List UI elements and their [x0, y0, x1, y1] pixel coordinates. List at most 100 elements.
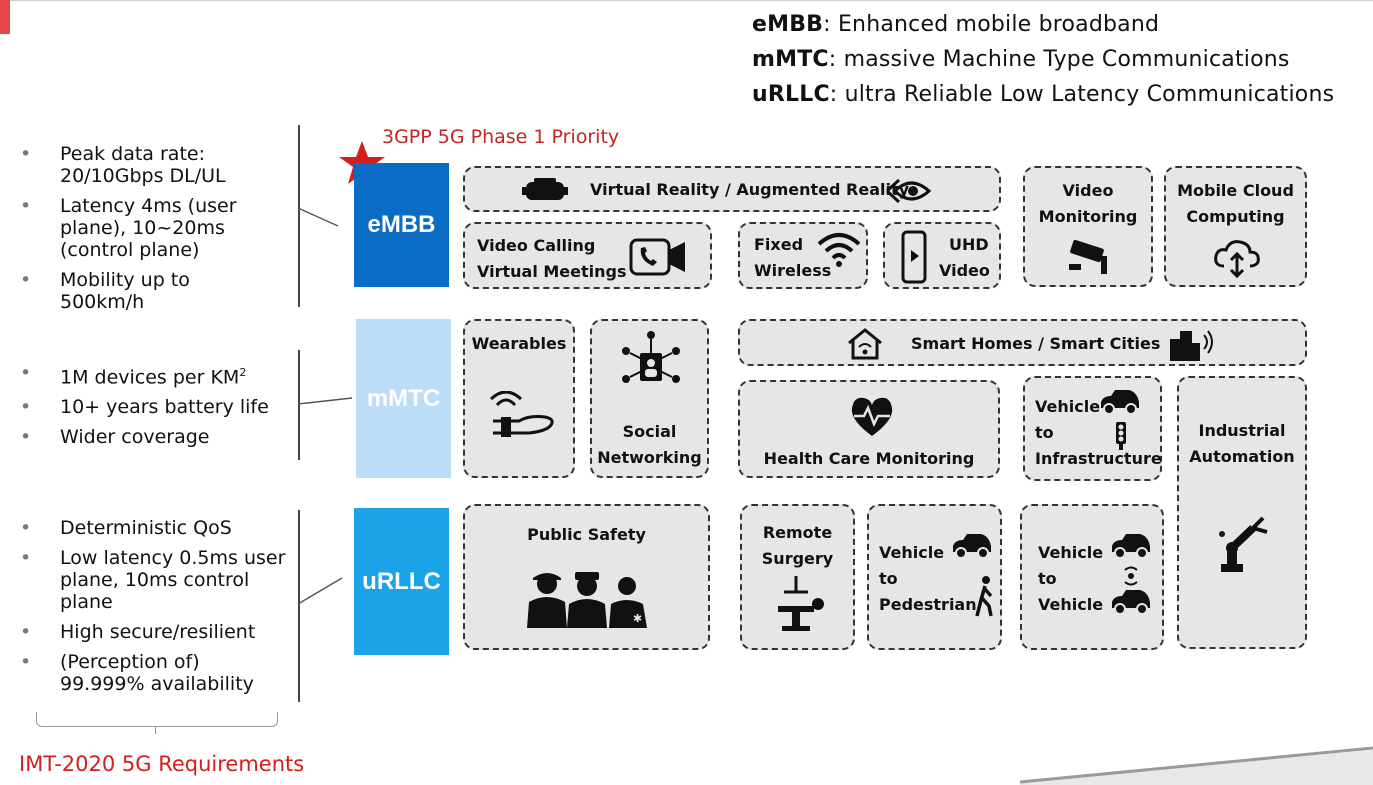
wearables-label: Wearables	[471, 334, 567, 353]
svg-text:✱: ✱	[633, 612, 642, 625]
public-safety-box: Public Safety ✱	[463, 504, 710, 650]
social-label: Social	[622, 422, 677, 441]
mmtc-group-bar	[298, 350, 300, 460]
smartphone-icon	[901, 230, 927, 284]
legend-urllc-desc: : ultra Reliable Low Latency Communicati…	[829, 82, 1335, 107]
legend-urllc-abbr: uRLLC	[752, 82, 830, 107]
req-item: 1M devices per KM2	[20, 362, 290, 388]
surgery-table-icon	[778, 576, 824, 631]
wearable-wrist-icon	[489, 391, 554, 437]
requirements-title: IMT-2020 5G Requirements	[19, 752, 305, 776]
health-care-label: Health Care Monitoring	[763, 449, 975, 468]
robot-arm-icon	[1219, 516, 1268, 572]
virtual-meetings-label: Virtual Meetings	[477, 262, 627, 281]
category-mmtc: mMTC	[356, 319, 451, 478]
v2i-label-1: Vehicle	[1035, 397, 1101, 416]
pedestrian-icon	[975, 576, 993, 617]
heart-monitor-icon	[851, 397, 893, 436]
legend-mmtc-desc: : massive Machine Type Communications	[828, 47, 1290, 72]
smart-home-icon	[848, 328, 882, 360]
urllc-group-bar	[298, 510, 300, 702]
legend-embb: eMBB: Enhanced mobile broadband	[752, 12, 1159, 37]
social-network-icon	[622, 331, 680, 383]
signal-icon	[1124, 566, 1138, 586]
v2p-box: Vehicle to Pedestrian	[867, 504, 1002, 650]
uhd-label: UHD	[949, 235, 989, 254]
req-item: Peak data rate: 20/10Gbps DL/UL	[20, 143, 280, 187]
social-networking-box: Social Networking	[590, 319, 709, 478]
v2i-box: Vehicle to Infrastructure	[1023, 376, 1162, 481]
req-item: (Perception of) 99.999% availability	[20, 651, 290, 695]
video-calling-label: Video Calling	[477, 236, 596, 255]
requirements-bracket	[36, 712, 278, 727]
video-monitoring-label-1: Video	[1062, 181, 1114, 200]
vr-ar-box: Virtual Reality / Augmented Reality	[463, 166, 1001, 212]
mobile-cloud-label-1: Mobile Cloud	[1177, 181, 1294, 200]
requirements-urllc: Deterministic QoS Low latency 0.5ms user…	[20, 517, 290, 703]
top-border-line	[0, 0, 1373, 1]
video-calling-box: Video Calling Virtual Meetings	[463, 222, 712, 289]
car-icon	[1112, 590, 1150, 615]
wireless-label: Wireless	[754, 261, 832, 280]
decorative-swoosh	[1020, 746, 1373, 785]
smart-city-icon	[1170, 330, 1213, 361]
req-item: 10+ years battery life	[20, 396, 290, 418]
embb-group-bar	[298, 125, 300, 307]
industrial-label-2: Automation	[1189, 447, 1295, 466]
cloud-sync-icon	[1214, 240, 1260, 279]
req-item: Mobility up to 500km/h	[20, 269, 280, 313]
v2i-label-3: Infrastructure	[1035, 449, 1162, 468]
v2v-label-3: Vehicle	[1038, 595, 1104, 614]
requirements-embb: Peak data rate: 20/10Gbps DL/UL Latency …	[20, 143, 280, 321]
vr-headset-icon	[522, 178, 568, 200]
car-icon	[1112, 534, 1150, 559]
video-monitoring-box: Video Monitoring	[1023, 166, 1153, 287]
legend-mmtc: mMTC: massive Machine Type Communication…	[752, 47, 1290, 72]
v2v-label-1: Vehicle	[1038, 543, 1104, 562]
remote-surgery-box: Remote Surgery	[740, 504, 855, 650]
traffic-light-icon	[1116, 422, 1126, 450]
category-urllc: uRLLC	[354, 508, 449, 655]
v2p-label-2: to	[879, 569, 898, 588]
phase-label: 3GPP 5G Phase 1 Priority	[382, 126, 620, 148]
networking-label: Networking	[597, 448, 702, 467]
star-icon	[339, 141, 385, 184]
slide-accent-mark	[0, 0, 10, 34]
surgery-label: Surgery	[761, 549, 834, 568]
connector-lines	[297, 207, 353, 605]
legend-embb-abbr: eMBB	[752, 12, 824, 37]
bracket-tick	[155, 726, 156, 734]
mobile-cloud-label-2: Computing	[1186, 207, 1285, 226]
health-care-box: Health Care Monitoring	[738, 380, 1000, 478]
uhd-video-box: UHD Video	[883, 222, 1001, 289]
smart-homes-box: Smart Homes / Smart Cities	[738, 319, 1307, 366]
legend-embb-desc: : Enhanced mobile broadband	[823, 12, 1160, 37]
req-item: Latency 4ms (user plane), 10~20ms (contr…	[20, 195, 280, 261]
car-icon	[1101, 390, 1139, 415]
legend-urllc: uRLLC: ultra Reliable Low Latency Commun…	[752, 82, 1334, 107]
wearables-box: Wearables	[463, 319, 575, 478]
fixed-wireless-box: Fixed Wireless	[738, 222, 868, 289]
v2p-label-3: Pedestrian	[879, 595, 977, 614]
public-safety-label: Public Safety	[527, 525, 646, 544]
remote-label: Remote	[762, 523, 833, 542]
industrial-automation-box: Industrial Automation	[1177, 376, 1307, 649]
industrial-label-1: Industrial	[1198, 421, 1286, 440]
first-responders-icon: ✱	[527, 572, 647, 628]
req-item-text: 1M devices per KM	[60, 366, 240, 389]
v2v-box: Vehicle to Vehicle	[1020, 504, 1164, 650]
req-item: High secure/resilient	[20, 621, 290, 643]
requirements-mmtc: 1M devices per KM2 10+ years battery lif…	[20, 362, 290, 456]
wifi-icon	[817, 233, 861, 267]
cctv-camera-icon	[1069, 239, 1107, 274]
video-call-icon	[629, 238, 685, 276]
superscript: 2	[239, 366, 247, 379]
req-item: Deterministic QoS	[20, 517, 290, 539]
ar-eye-icon	[885, 178, 932, 204]
req-item: Wider coverage	[20, 426, 290, 448]
legend-mmtc-abbr: mMTC	[752, 47, 829, 72]
category-embb: eMBB	[354, 163, 449, 287]
video-label: Video	[939, 261, 990, 280]
fixed-label: Fixed	[754, 235, 804, 254]
v2i-label-2: to	[1035, 423, 1054, 442]
